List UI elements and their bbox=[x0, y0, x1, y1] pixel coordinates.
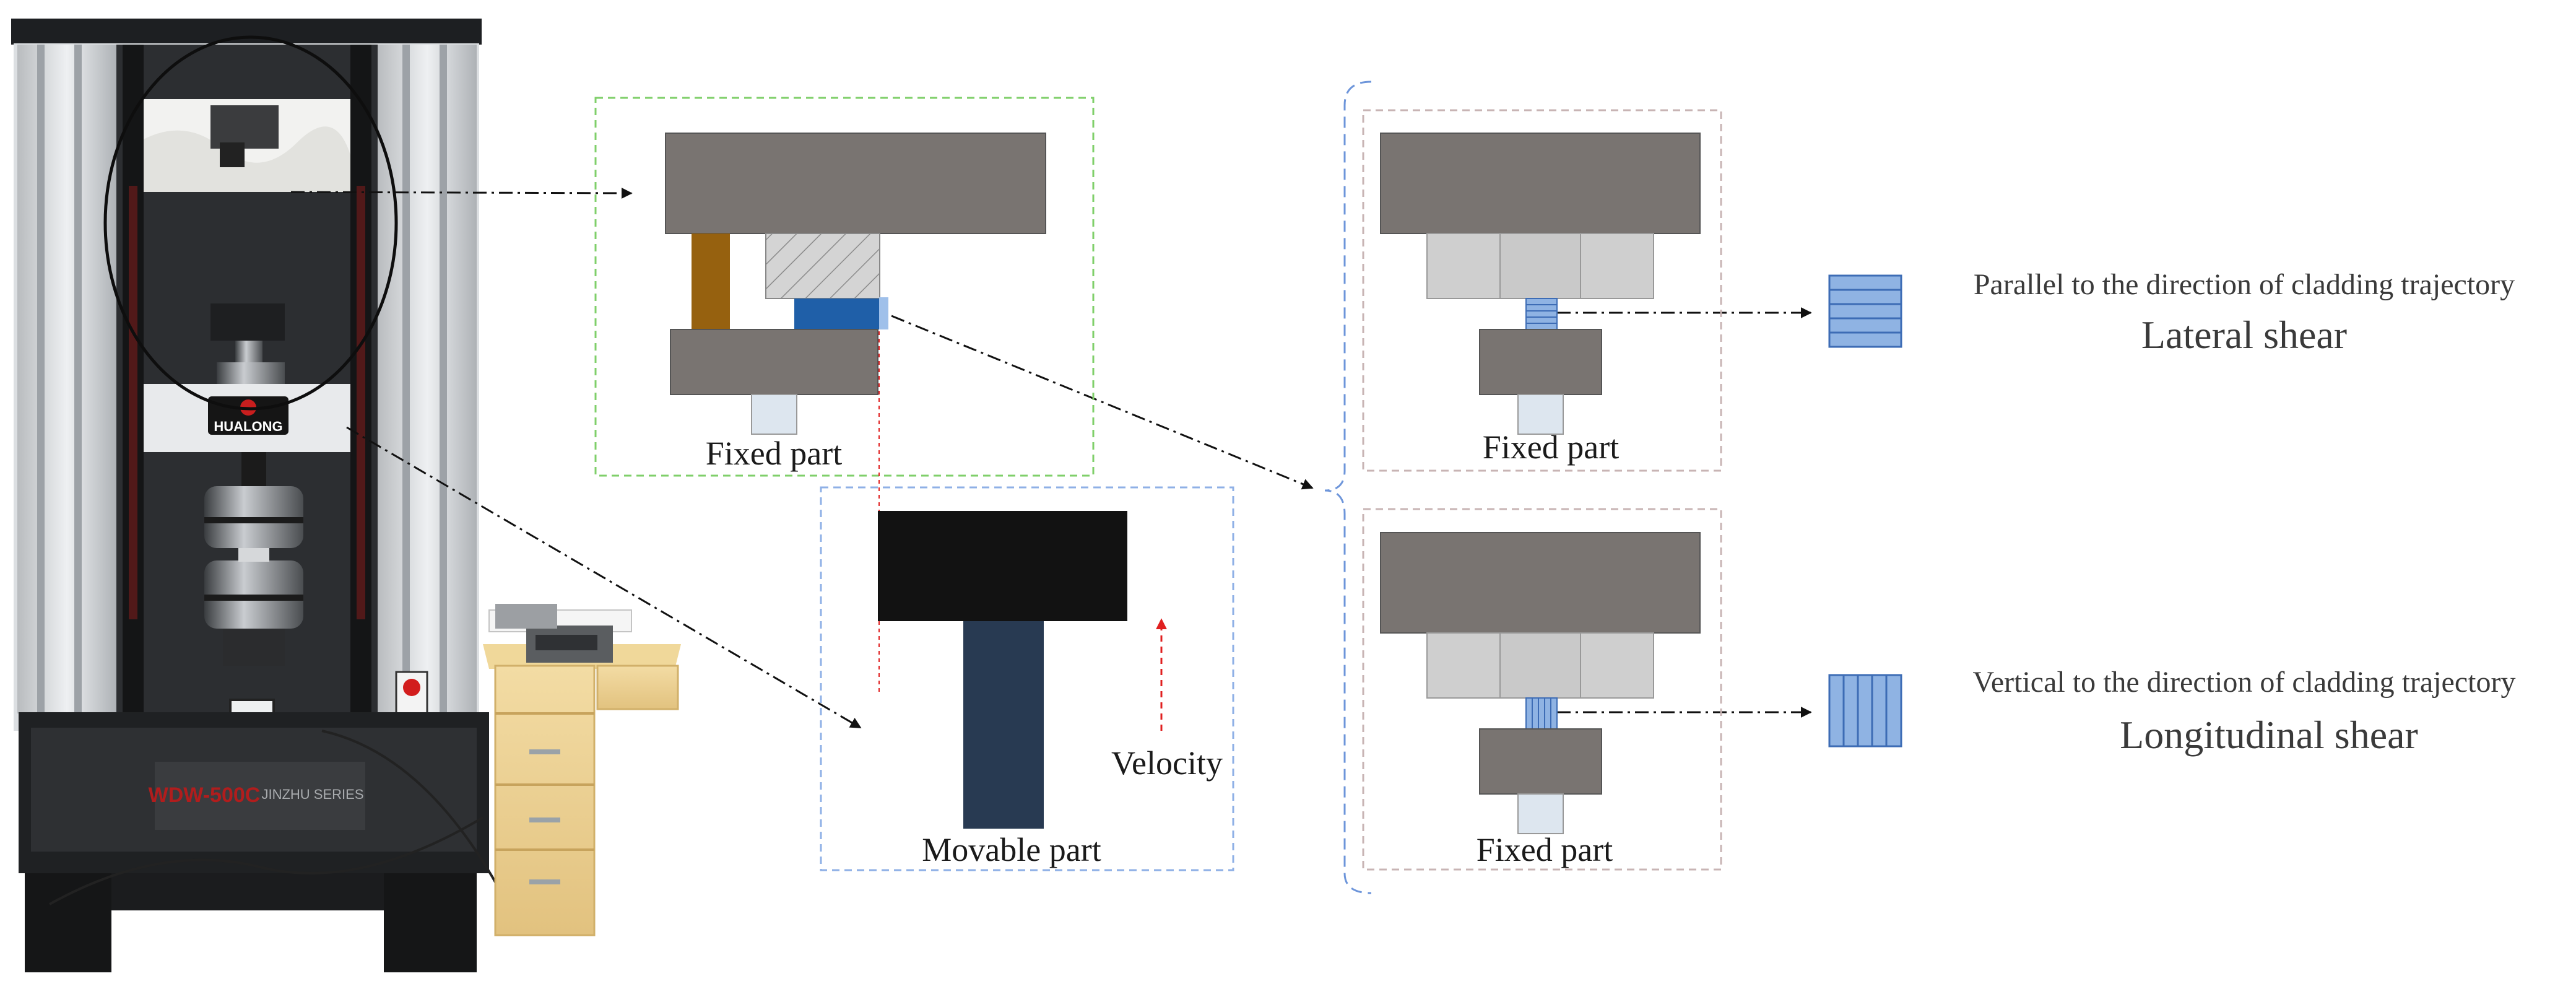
variant-bracket bbox=[1324, 81, 1372, 894]
machine-left-column bbox=[17, 45, 116, 713]
machine-top-cap bbox=[11, 19, 482, 45]
longitudinal-specimen bbox=[1525, 697, 1558, 730]
desk-cabinet bbox=[494, 665, 596, 936]
testing-machine-photo: HUALONG WDW-500C JINZHU SERIES bbox=[11, 19, 515, 972]
fixed-part-label-detail: Fixed part bbox=[706, 435, 842, 472]
upper-clamp bbox=[210, 303, 285, 341]
lateral-shear-variant: Fixed part Parallel to the direction of … bbox=[1362, 109, 2515, 472]
connector-arrows bbox=[290, 187, 1812, 729]
lateral-clamp-mid bbox=[1499, 233, 1581, 299]
longitudinal-clamp-left bbox=[1426, 632, 1501, 699]
bronze-support bbox=[692, 233, 730, 331]
emergency-stop-icon bbox=[403, 679, 420, 696]
machine-model: WDW-500C bbox=[149, 783, 261, 807]
longitudinal-description: Vertical to the direction of cladding tr… bbox=[1973, 666, 2516, 699]
lateral-clamp-right bbox=[1580, 233, 1654, 299]
longitudinal-name: Longitudinal shear bbox=[2120, 713, 2418, 757]
longitudinal-bottom-stub bbox=[1517, 793, 1564, 834]
fixed-part-detail: Fixed part bbox=[594, 97, 1095, 694]
longitudinal-shear-variant: Fixed part Vertical to the direction of … bbox=[1362, 508, 2516, 871]
lateral-name: Lateral shear bbox=[2141, 313, 2347, 357]
movable-shaft bbox=[963, 621, 1044, 829]
lateral-clamp-left bbox=[1426, 233, 1501, 299]
top-block bbox=[665, 133, 1046, 234]
arrow-to-variants bbox=[891, 315, 1314, 490]
arrow-to-movable bbox=[346, 426, 862, 729]
movable-part-label: Movable part bbox=[922, 831, 1101, 868]
longitudinal-fixed-label: Fixed part bbox=[1477, 831, 1613, 868]
machine-series: JINZHU SERIES bbox=[261, 787, 363, 802]
hatched-pressure-block bbox=[765, 233, 880, 299]
longitudinal-top-block bbox=[1380, 532, 1701, 634]
desk-with-controller bbox=[483, 604, 681, 936]
velocity-label: Velocity bbox=[1111, 744, 1223, 782]
lateral-bottom-block bbox=[1479, 329, 1602, 395]
lateral-top-block bbox=[1380, 133, 1701, 234]
longitudinal-frame bbox=[1362, 508, 1722, 871]
highlight-ellipse bbox=[103, 35, 398, 411]
lateral-frame bbox=[1362, 109, 1722, 472]
movable-part-detail: Velocity Movable part bbox=[820, 486, 1234, 871]
bottom-block bbox=[670, 329, 878, 395]
longitudinal-clamp-right bbox=[1580, 632, 1654, 699]
bottom-stub bbox=[751, 394, 797, 435]
lateral-specimen bbox=[1525, 298, 1558, 330]
specimen-dark-blue bbox=[794, 299, 888, 329]
movable-head bbox=[878, 511, 1127, 621]
specimen-overhang bbox=[879, 297, 888, 329]
lateral-bottom-stub bbox=[1517, 394, 1564, 435]
machine-right-column bbox=[378, 45, 477, 713]
green-dashed-frame bbox=[594, 97, 1095, 477]
lateral-description: Parallel to the direction of cladding tr… bbox=[1974, 268, 2515, 301]
longitudinal-bottom-block bbox=[1479, 728, 1602, 795]
arrow-to-detail bbox=[290, 187, 633, 199]
longitudinal-clamp-mid bbox=[1499, 632, 1581, 699]
lateral-sample-icon bbox=[1828, 274, 1902, 348]
longitudinal-sample-icon bbox=[1828, 674, 1902, 748]
lateral-fixed-label: Fixed part bbox=[1483, 429, 1619, 466]
machine-brand: HUALONG bbox=[214, 419, 282, 434]
